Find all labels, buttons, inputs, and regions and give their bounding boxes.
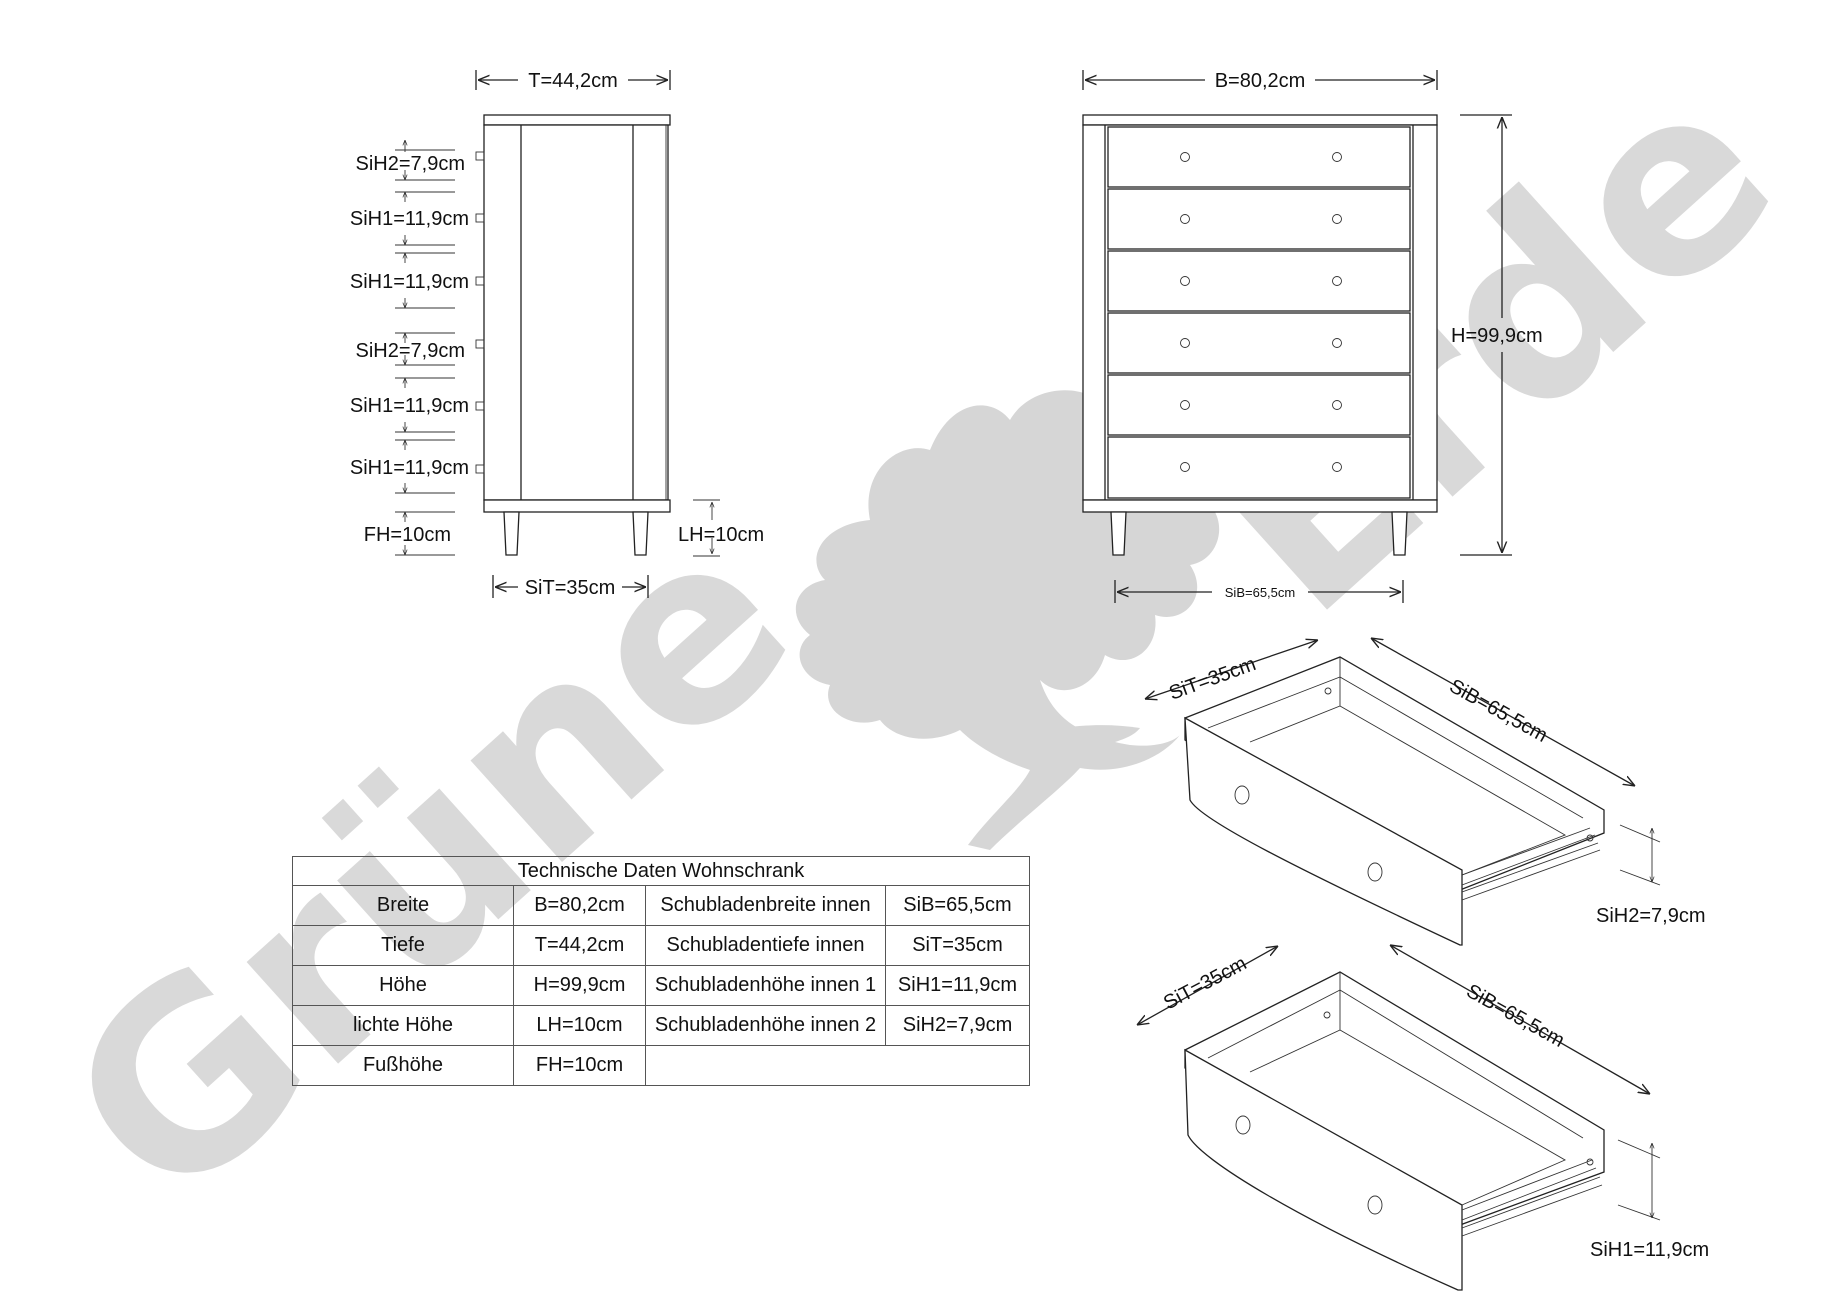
screw-hole-icon bbox=[1586, 834, 1594, 842]
drawer-knob-icon bbox=[1367, 1195, 1383, 1215]
drawer-large-depth-label: SiT=35cm bbox=[1160, 952, 1250, 1014]
table-cell-value: LH=10cm bbox=[513, 1005, 646, 1046]
drawer-large-width-label: SiB=65,5cm bbox=[1463, 980, 1568, 1052]
drawer-small-isometric: SiT=35cm SiB=65,5cm SiH2=7,9cm bbox=[1145, 638, 1706, 946]
drawer-small-floor bbox=[1249, 705, 1567, 876]
drawer-marker bbox=[475, 213, 485, 223]
dim-ext-line bbox=[1617, 1204, 1661, 1221]
table-row: Fußhöhe FH=10cm bbox=[292, 1045, 1030, 1086]
screw-hole-icon bbox=[1323, 1011, 1331, 1019]
drawer-large-isometric: SiT=35cm SiB=65,5cm SiH1=11,9cm bbox=[1137, 945, 1709, 1291]
drawer-marker bbox=[475, 276, 485, 286]
table-cell-value2: SiB=65,5cm bbox=[885, 885, 1030, 926]
table-cell-value2: SiH1=11,9cm bbox=[885, 965, 1030, 1006]
side-body bbox=[483, 124, 669, 501]
front-drawer bbox=[1107, 250, 1411, 312]
table-row: Höhe H=99,9cm Schubladenhöhe innen 1 SiH… bbox=[292, 965, 1030, 1006]
front-drawer bbox=[1107, 312, 1411, 374]
side-view: T=44,2cm bbox=[350, 70, 764, 599]
dim-ext-line bbox=[1619, 869, 1661, 886]
table-cell-label: lichte Höhe bbox=[292, 1005, 514, 1046]
dim-line bbox=[1145, 640, 1318, 699]
drawer-height-label: SiH1=11,9cm bbox=[350, 457, 469, 479]
table-cell-label: Tiefe bbox=[292, 925, 514, 966]
foot-height-label: FH=10cm bbox=[364, 524, 451, 546]
technical-data-table: Technische Daten Wohnschrank Breite B=80… bbox=[292, 856, 1030, 1086]
table-cell-label: Breite bbox=[292, 885, 514, 926]
front-top-board bbox=[1082, 114, 1438, 126]
drawer-height-label: SiH1=11,9cm bbox=[350, 208, 469, 230]
table-title: Technische Daten Wohnschrank bbox=[292, 856, 1030, 886]
table-title-row: Technische Daten Wohnschrank bbox=[292, 856, 1030, 886]
table-cell-value2: SiH2=7,9cm bbox=[885, 1005, 1030, 1046]
table-row: lichte Höhe LH=10cm Schubladenhöhe innen… bbox=[292, 1005, 1030, 1046]
drawer-knob-icons bbox=[1180, 152, 1342, 472]
front-view: B=80,2cm bbox=[1082, 70, 1543, 603]
side-leg bbox=[632, 511, 649, 556]
side-leg bbox=[503, 511, 520, 556]
drawer-marker bbox=[475, 151, 485, 161]
dim-line bbox=[1137, 946, 1278, 1025]
table-cell-value2: SiT=35cm bbox=[885, 925, 1030, 966]
drawer-large-front-panel bbox=[1184, 1048, 1463, 1291]
table-cell-value: H=99,9cm bbox=[513, 965, 646, 1006]
drawer-dim-ticks bbox=[395, 140, 455, 556]
drawer-knob-icon bbox=[1234, 785, 1250, 805]
table-row: Breite B=80,2cm Schubladenbreite innen S… bbox=[292, 885, 1030, 926]
clear-height-label: LH=10cm bbox=[678, 524, 764, 546]
dim-ext-line bbox=[1619, 824, 1661, 843]
table-cell-label2: Schubladenhöhe innen 1 bbox=[645, 965, 886, 1006]
front-height-label: H=99,9cm bbox=[1451, 325, 1543, 347]
table-cell-label: Höhe bbox=[292, 965, 514, 1006]
front-drawers bbox=[1107, 126, 1411, 499]
table-cell-value: B=80,2cm bbox=[513, 885, 646, 926]
side-base-board bbox=[483, 499, 671, 513]
table-cell-value: T=44,2cm bbox=[513, 925, 646, 966]
dim-line bbox=[1371, 638, 1635, 786]
side-inner-depth-label: SiT=35cm bbox=[525, 577, 616, 599]
table-cell-value: FH=10cm bbox=[513, 1045, 646, 1086]
drawer-marker bbox=[475, 464, 485, 474]
front-leg bbox=[1110, 511, 1127, 556]
screw-hole-icon bbox=[1324, 687, 1332, 695]
front-drawer bbox=[1107, 436, 1411, 499]
dim-ext-line bbox=[1617, 1139, 1661, 1159]
drawer-height-label: SiH1=11,9cm bbox=[350, 395, 469, 417]
front-leg bbox=[1391, 511, 1408, 556]
drawer-height-label: SiH1=11,9cm bbox=[350, 271, 469, 293]
front-drawer bbox=[1107, 126, 1411, 188]
front-base-board bbox=[1082, 499, 1438, 513]
table-cell-empty bbox=[645, 1045, 1030, 1086]
front-inner-width-label: SiB=65,5cm bbox=[1225, 585, 1295, 600]
drawer-knob-icon bbox=[1235, 1115, 1251, 1135]
drawer-height-label: SiH2=7,9cm bbox=[356, 340, 466, 362]
side-depth-label: T=44,2cm bbox=[528, 70, 617, 92]
drawer-large-floor bbox=[1249, 1029, 1566, 1206]
drawer-knob-icon bbox=[1367, 862, 1383, 882]
drawer-marker bbox=[475, 401, 485, 411]
table-cell-label2: Schubladenhöhe innen 2 bbox=[645, 1005, 886, 1046]
screw-hole-icon bbox=[1586, 1158, 1594, 1166]
drawer-height-label: SiH2=7,9cm bbox=[356, 153, 466, 175]
side-top-board bbox=[483, 114, 671, 126]
drawer-large-height-label: SiH1=11,9cm bbox=[1590, 1239, 1709, 1261]
front-drawer bbox=[1107, 374, 1411, 436]
front-drawer bbox=[1107, 188, 1411, 250]
table-cell-label2: Schubladentiefe innen bbox=[645, 925, 886, 966]
front-width-label: B=80,2cm bbox=[1215, 70, 1306, 92]
drawer-small-height-label: SiH2=7,9cm bbox=[1596, 905, 1706, 927]
dim-line bbox=[1390, 945, 1650, 1094]
drawer-large-runner bbox=[1461, 1159, 1603, 1237]
table-row: Tiefe T=44,2cm Schubladentiefe innen SiT… bbox=[292, 925, 1030, 966]
drawer-marker bbox=[475, 339, 485, 349]
table-cell-label2: Schubladenbreite innen bbox=[645, 885, 886, 926]
drawer-small-runner bbox=[1461, 827, 1601, 901]
table-cell-label: Fußhöhe bbox=[292, 1045, 514, 1086]
